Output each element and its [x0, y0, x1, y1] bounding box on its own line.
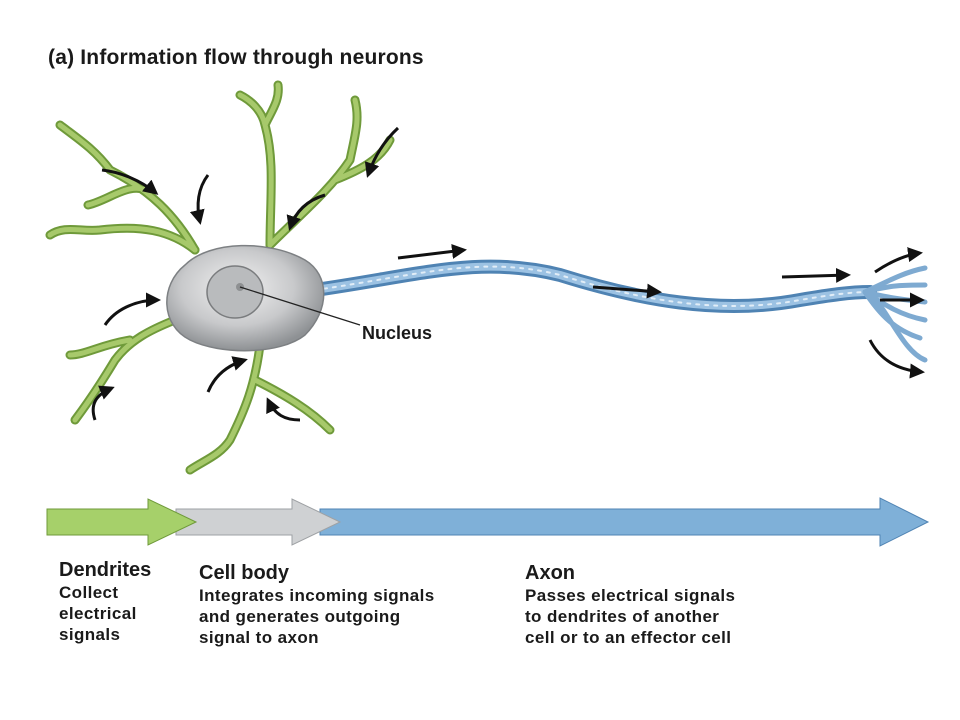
dendrites-heading: Dendrites	[59, 559, 152, 581]
cell-body-section: Cell body Integrates incoming signals an…	[199, 561, 435, 648]
arrow-segment-axon	[319, 497, 930, 547]
flow-arrows	[91, 126, 925, 422]
figure-title: (a)Information flow through neurons	[48, 46, 424, 70]
cell-body-heading: Cell body	[199, 562, 290, 584]
arrow-segment-dendrites	[46, 498, 198, 546]
process-arrow	[46, 497, 930, 547]
axon	[308, 259, 877, 313]
nucleus-pointer-line	[239, 286, 361, 326]
axon-section: Axon Passes electrical signals to dendri…	[525, 561, 735, 648]
cell-body-description: Integrates incoming signals and generate…	[199, 586, 435, 647]
nucleus-label: Nucleus	[362, 323, 433, 343]
dendrites-section: Dendrites Collect electrical signals	[59, 558, 151, 645]
axon-description: Passes electrical signals to dendrites o…	[525, 586, 736, 647]
figure-part-label: (a)	[48, 46, 75, 69]
cell-body	[166, 244, 325, 352]
arrow-segment-cell-body	[175, 498, 342, 546]
axon-terminals	[862, 265, 928, 363]
nucleus	[206, 265, 264, 319]
figure-title-text: Information flow through neurons	[80, 46, 424, 69]
dendrites-description: Collect electrical signals	[59, 583, 137, 644]
axon-heading: Axon	[525, 562, 575, 584]
